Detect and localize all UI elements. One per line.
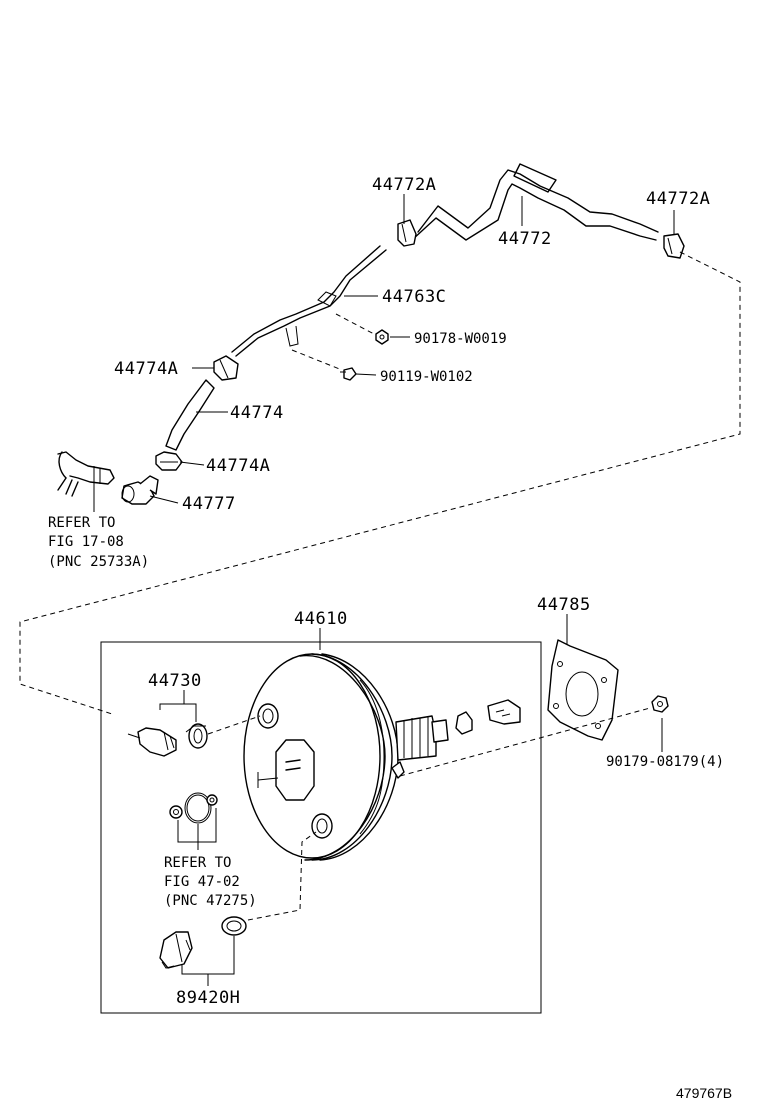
ref2-line3: (PNC 47275) <box>164 893 257 909</box>
label-44763C: 44763C <box>382 287 446 307</box>
label-90179-08179: 90179-08179(4) <box>606 754 724 770</box>
check-valve-44777 <box>121 475 159 505</box>
label-44610: 44610 <box>294 609 348 629</box>
label-44772A-top: 44772A <box>372 175 436 195</box>
label-44774: 44774 <box>230 403 284 423</box>
ref2-line1: REFER TO <box>164 855 231 871</box>
clip-44774A-lower <box>155 451 183 471</box>
label-44730: 44730 <box>148 671 202 691</box>
ref2-line2: FIG 47-02 <box>164 874 240 890</box>
brake-booster <box>243 653 449 861</box>
label-90119-W0102: 90119-W0102 <box>380 369 473 385</box>
label-44774A-upper: 44774A <box>114 359 178 379</box>
figure-id: 479767B <box>676 1085 732 1101</box>
bolt-90119-W0102 <box>340 367 357 381</box>
bolt-90178-W0019 <box>375 329 389 345</box>
connector-dashed-89420H <box>247 831 317 921</box>
label-44777: 44777 <box>182 494 236 514</box>
orings-ref-47-02 <box>169 792 218 824</box>
yoke-clevis <box>455 699 521 735</box>
ref1-line2: FIG 17-08 <box>48 534 124 550</box>
clip-44772A-right <box>663 233 685 259</box>
ref1-line1: REFER TO <box>48 515 115 531</box>
vacuum-hose-44772 <box>411 163 659 241</box>
nut-90179-08179 <box>651 695 669 713</box>
hose-44774 <box>165 379 215 451</box>
label-44785: 44785 <box>537 595 591 615</box>
vacuum-pipe-44763C <box>231 245 387 357</box>
connector-dashed-rear-hose <box>19 251 741 715</box>
clip-44774A-upper <box>213 355 239 381</box>
label-44774A-lower: 44774A <box>206 456 270 476</box>
check-valve-44730 <box>127 723 208 757</box>
clip-44772A-top <box>397 219 417 247</box>
fuel-fitting-ref <box>57 451 115 497</box>
connector-dashed-90178 <box>335 313 375 335</box>
ref1-line3: (PNC 25733A) <box>48 554 149 570</box>
sensor-89420H <box>159 916 247 969</box>
label-90178-W0019: 90178-W0019 <box>414 331 507 347</box>
connector-dashed-bolt-nut <box>399 707 651 777</box>
label-89420H: 89420H <box>176 988 240 1008</box>
label-44772: 44772 <box>498 229 552 249</box>
connector-dashed-90119 <box>291 349 343 371</box>
connector-dashed-44730 <box>207 715 261 735</box>
assembly-box-44610 <box>100 641 542 1014</box>
leader-lines <box>93 194 675 986</box>
gasket-44785 <box>547 639 619 741</box>
label-44772A-right: 44772A <box>646 189 710 209</box>
